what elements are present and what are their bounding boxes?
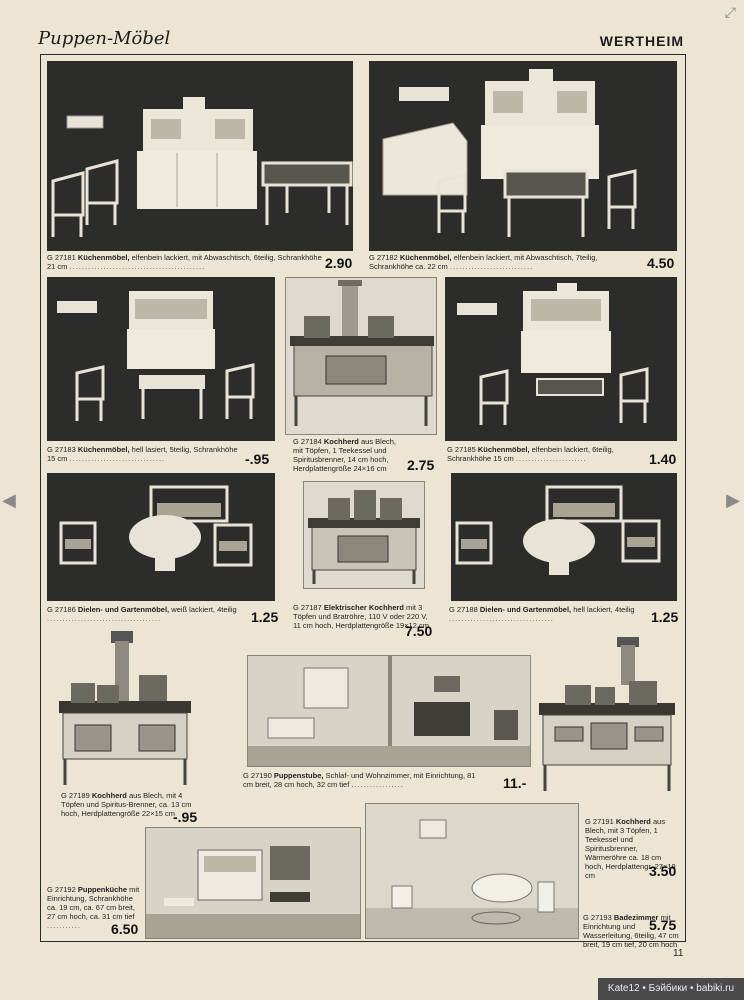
product-photo [53, 629, 197, 791]
item-caption: G 27184 Kochherd aus Blech, mit Töpfen, … [293, 437, 397, 473]
watermark: Kate12 • Бэйбики • babiki.ru [598, 978, 744, 1000]
product-photo [47, 473, 275, 601]
product-photo [369, 61, 677, 251]
product-photo [247, 655, 531, 767]
item-price: 2.90 [325, 255, 353, 271]
item-caption: G 27190 Puppenstube, Schlaf- und Wohnzim… [243, 771, 476, 789]
item-price: 1.25 [251, 609, 279, 625]
item-caption: G 27192 Puppenküche mit Einrichtung, Sch… [47, 885, 140, 930]
item-caption: G 27181 Küchenmöbel, elfenbein lackiert,… [47, 253, 322, 271]
chevron-left-icon[interactable]: ◀ [2, 490, 16, 510]
item-price: 4.50 [647, 255, 675, 271]
item-caption: G 27191 Kochherd aus Blech, mit 3 Töpfen… [585, 817, 676, 880]
product-photo [145, 827, 361, 939]
product-photo [303, 481, 425, 589]
product-photo [285, 277, 437, 435]
product-photo [451, 473, 677, 601]
item-caption: G 27193 Badezimmer mit Einrichtung und W… [583, 913, 679, 949]
section-title: Puppen-Möbel [38, 28, 171, 49]
page-number: 11 [673, 948, 684, 959]
item-price: 6.50 [111, 921, 139, 937]
item-caption: G 27186 Dielen- und Gartenmöbel, weiß la… [47, 605, 237, 623]
expand-icon[interactable]: ⤢ [724, 4, 736, 20]
product-photo [365, 803, 579, 939]
item-caption: G 27185 Küchenmöbel, elfenbein lackiert,… [447, 445, 614, 463]
item-price: 7.50 [405, 623, 433, 639]
item-caption: G 27182 Küchenmöbel, elfenbein lackiert,… [369, 253, 598, 271]
item-caption: G 27183 Küchenmöbel, hell lasiert, 5teil… [47, 445, 238, 463]
item-price: 3.50 [649, 863, 677, 879]
item-price: 2.75 [407, 457, 435, 473]
product-photo [47, 277, 275, 441]
product-photo [445, 277, 677, 441]
item-caption: G 27189 Kochherd aus Blech, mit 4 Töpfen… [61, 791, 192, 818]
brand-name: WERTHEIM [599, 33, 684, 49]
item-price: 11.- [503, 775, 527, 791]
product-photo [535, 635, 679, 795]
catalog-frame: G 27181 Küchenmöbel, elfenbein lackiert,… [40, 54, 686, 949]
item-price: -.95 [173, 809, 198, 825]
item-price: 1.40 [649, 451, 677, 467]
item-price: -.95 [245, 451, 270, 467]
item-price: 5.75 [649, 917, 677, 933]
item-caption: G 27188 Dielen- und Gartenmöbel, hell la… [449, 605, 635, 623]
item-caption: G 27187 Elektrischer Kochherd mit 3 Töpf… [293, 603, 429, 630]
product-photo [47, 61, 353, 251]
item-price: 1.25 [651, 609, 679, 625]
chevron-right-icon[interactable]: ▶ [726, 490, 740, 510]
